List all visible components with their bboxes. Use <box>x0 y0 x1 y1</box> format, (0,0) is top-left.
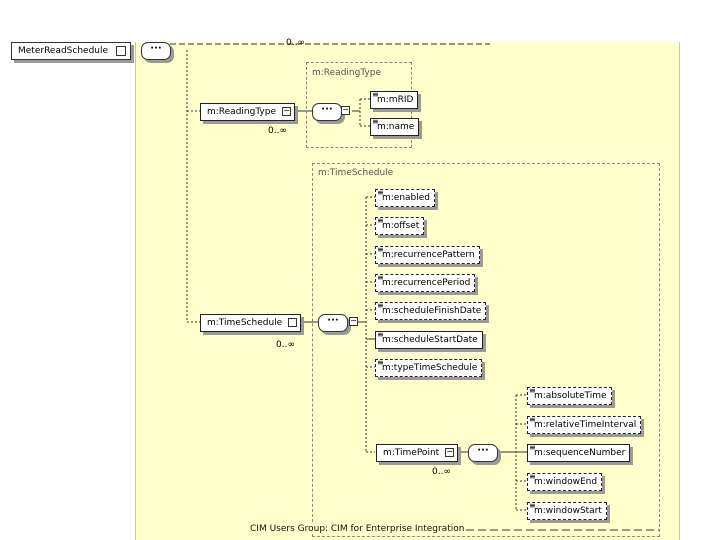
schema-element-label: m:sequenceNumber <box>534 448 626 458</box>
time-schedule-group <box>312 163 660 537</box>
element-type-icon: ≡ <box>377 188 384 197</box>
schema-element[interactable]: ≡m:name <box>370 117 420 136</box>
element-type-icon: ≡ <box>529 472 536 481</box>
schema-element-label: m:mRID <box>377 95 414 105</box>
reading-type-element[interactable]: m:ReadingType − <box>200 103 296 121</box>
time-schedule-element[interactable]: m:TimeSchedule <box>200 314 302 332</box>
schema-element-label: m:recurrencePeriod <box>382 278 471 288</box>
element-type-icon: ≡ <box>377 216 384 225</box>
expand-toggle-icon[interactable] <box>116 46 127 56</box>
sequence-compositor-icon[interactable]: ··· <box>318 314 348 332</box>
schema-element[interactable]: ≡m:recurrencePeriod <box>375 273 476 292</box>
element-type-icon: ≡ <box>377 330 384 339</box>
element-type-icon: ≡ <box>377 273 384 282</box>
schema-element-label: m:name <box>377 122 415 132</box>
time-schedule-cardinality: 0..∞ <box>276 340 295 350</box>
element-type-icon: ≡ <box>377 358 384 367</box>
time-schedule-group-title: m:TimeSchedule <box>318 168 394 178</box>
schema-element[interactable]: ≡m:scheduleStartDate <box>375 331 483 349</box>
element-type-icon: ≡ <box>377 245 384 254</box>
schema-element[interactable]: ≡m:windowStart <box>527 502 607 520</box>
collapse-toggle-icon[interactable]: − <box>341 105 350 115</box>
schema-element-label: m:enabled <box>382 193 431 203</box>
reading-type-group-title: m:ReadingType <box>312 68 382 78</box>
schema-element[interactable]: ≡m:typeTimeSchedule <box>375 358 483 377</box>
element-type-icon: ≡ <box>529 443 536 452</box>
schema-element-label: m:recurrencePattern <box>382 250 475 260</box>
collapse-toggle-icon[interactable]: − <box>445 447 455 457</box>
element-type-icon: ≡ <box>372 117 379 126</box>
schema-element[interactable]: ≡m:scheduleFinishDate <box>375 301 487 320</box>
element-type-icon: ≡ <box>529 386 536 395</box>
reading-type-cardinality: 0..∞ <box>268 126 287 136</box>
collapse-toggle-icon[interactable]: − <box>282 106 292 116</box>
root-element[interactable]: MeterReadSchedule <box>11 42 132 60</box>
element-type-icon: ≡ <box>377 301 384 310</box>
footer-caption: CIM Users Group: CIM for Enterprise Inte… <box>248 524 467 534</box>
element-type-icon: ≡ <box>372 90 379 99</box>
time-point-label: m:TimePoint <box>383 448 440 458</box>
schema-element[interactable]: ≡m:windowEnd <box>527 472 603 491</box>
schema-element[interactable]: ≡m:recurrencePattern <box>375 246 480 264</box>
schema-element[interactable]: ≡m:offset <box>375 216 425 235</box>
schema-element-label: m:windowStart <box>534 506 602 516</box>
schema-element-label: m:scheduleStartDate <box>382 335 478 345</box>
schema-element[interactable]: ≡m:mRID <box>370 90 419 109</box>
sequence-compositor-icon[interactable]: ··· <box>312 103 342 121</box>
time-point-cardinality: 0..∞ <box>432 467 451 477</box>
sequence-compositor-icon[interactable]: ··· <box>141 42 171 60</box>
element-type-icon: ≡ <box>529 501 536 510</box>
cardinality-label: 0..∞ <box>286 38 305 48</box>
element-type-icon: ≡ <box>529 415 536 424</box>
root-label: MeterReadSchedule <box>18 46 109 56</box>
schema-element-label: m:offset <box>382 221 420 231</box>
collapse-toggle-icon[interactable]: − <box>349 316 358 326</box>
schema-element-label: m:windowEnd <box>534 477 598 487</box>
schema-element-label: m:scheduleFinishDate <box>382 306 482 316</box>
time-schedule-label: m:TimeSchedule <box>207 318 283 328</box>
sequence-compositor-icon[interactable]: ··· <box>468 444 498 462</box>
schema-element-label: m:relativeTimeInterval <box>534 420 637 430</box>
schema-element[interactable]: ≡m:sequenceNumber <box>527 443 631 462</box>
schema-element[interactable]: ≡m:enabled <box>375 188 436 207</box>
schema-element[interactable]: ≡m:relativeTimeInterval <box>527 415 642 434</box>
schema-element-label: m:typeTimeSchedule <box>382 363 478 373</box>
schema-element[interactable]: ≡m:absoluteTime <box>527 387 612 405</box>
expand-toggle-icon[interactable] <box>288 318 298 327</box>
schema-element-label: m:absoluteTime <box>534 391 607 401</box>
time-point-element[interactable]: m:TimePoint − <box>376 444 459 462</box>
reading-type-label: m:ReadingType <box>207 107 277 117</box>
